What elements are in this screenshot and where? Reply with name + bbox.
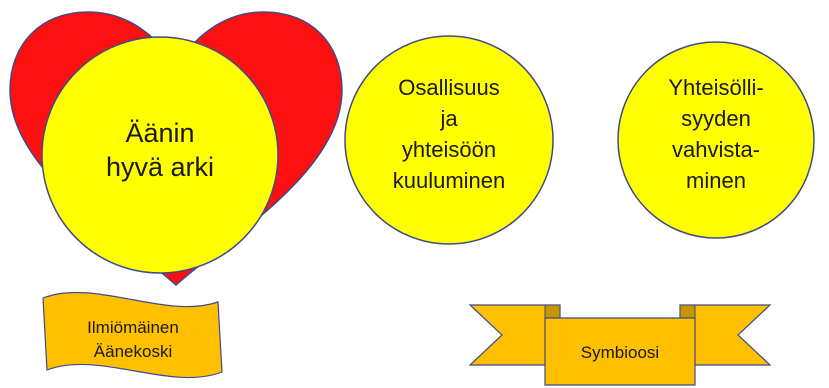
heart-circle-line-1: Äänin bbox=[125, 118, 194, 148]
participation-line-1: Osallisuus bbox=[398, 75, 499, 100]
participation-circle bbox=[344, 35, 554, 245]
participation-line-4: kuuluminen bbox=[393, 168, 506, 193]
wave-banner-line-1: Ilmiömäinen bbox=[87, 318, 179, 337]
community-line-4: minen bbox=[686, 168, 746, 193]
community-line-2: syyden bbox=[681, 106, 751, 131]
participation-line-2: ja bbox=[439, 106, 458, 131]
ribbon-center-panel bbox=[544, 317, 696, 386]
wave-banner-line-2: Äänekoski bbox=[94, 342, 172, 361]
heart-inner-circle bbox=[41, 36, 279, 274]
ribbon-right-fold bbox=[679, 304, 696, 319]
participation-line-3: yhteisöön bbox=[402, 137, 496, 162]
wave-banner bbox=[42, 291, 223, 379]
ribbon-label: Symbioosi bbox=[581, 343, 659, 362]
community-line-1: Yhteisölli- bbox=[668, 75, 763, 100]
ribbon-banner: Symbioosi bbox=[468, 304, 772, 386]
ribbon-left-fold bbox=[544, 304, 561, 319]
community-line-3: vahvista- bbox=[672, 137, 760, 162]
community-circle bbox=[617, 41, 815, 239]
heart-circle-line-2: hyvä arki bbox=[106, 152, 214, 182]
